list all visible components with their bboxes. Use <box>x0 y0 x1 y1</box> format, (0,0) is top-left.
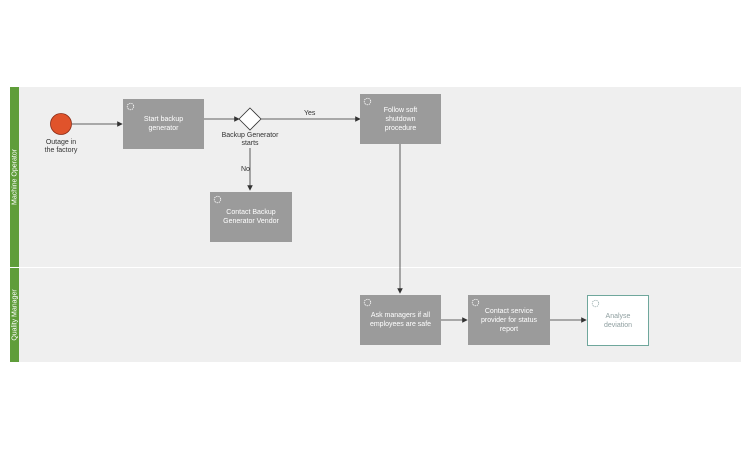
start-event <box>50 113 72 135</box>
loop-icon <box>591 299 600 308</box>
loop-icon <box>471 298 480 307</box>
exclusive-gateway <box>238 107 262 131</box>
loop-icon <box>363 298 372 307</box>
loop-icon <box>213 195 222 204</box>
loop-icon <box>363 97 372 106</box>
yes-label: Yes <box>304 110 316 117</box>
lane-header-bar: Quality Manager <box>10 268 19 362</box>
start-event-label: Outage in the factory <box>44 139 78 154</box>
lane-header-bar: Machine Operator <box>10 87 19 267</box>
no-label: No <box>241 166 250 173</box>
loop-icon <box>126 102 135 111</box>
gateway-label: Backup Generator starts <box>221 132 279 147</box>
